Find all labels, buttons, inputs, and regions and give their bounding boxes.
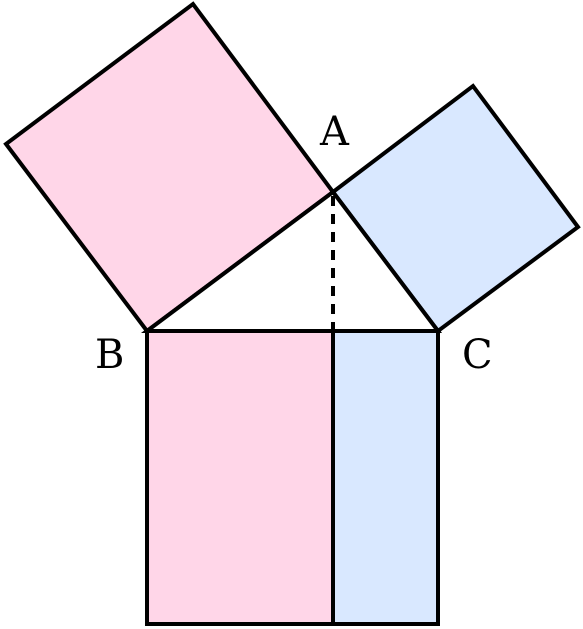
vertex-label-c: C xyxy=(462,332,493,378)
vertex-label-b: B xyxy=(95,332,124,378)
vertex-label-a: A xyxy=(319,109,350,155)
hypotenuse-square-right-part xyxy=(331,329,440,626)
hypotenuse-square-left-part xyxy=(145,329,335,626)
